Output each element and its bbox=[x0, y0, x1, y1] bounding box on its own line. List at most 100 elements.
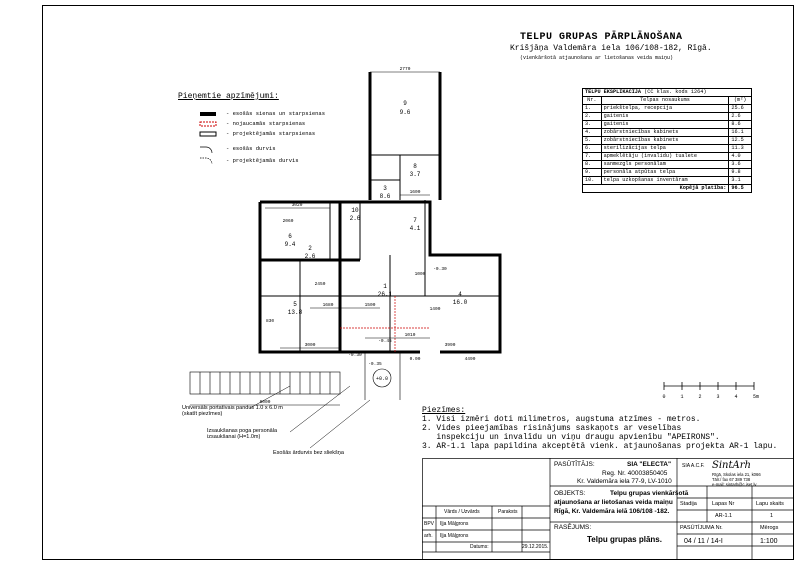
notes-heading: Piezīmes: bbox=[422, 406, 466, 415]
level-0: -0.30 bbox=[348, 352, 362, 358]
legend-title: Pieņemtie apzīmējumi: bbox=[178, 92, 279, 101]
explication-cell-area: 9.8 bbox=[728, 168, 752, 177]
explication-cell-nr: 6. bbox=[582, 144, 602, 153]
callout-call-button: Izsaukšanas poga personāla izsaukšanai (… bbox=[207, 428, 278, 440]
person-2: Iļja Māļgrons bbox=[440, 533, 469, 539]
person-1: Iļja Māļgrons bbox=[440, 521, 469, 527]
room-6-area: 9.4 bbox=[285, 241, 296, 248]
scale-tick-4: 4 bbox=[734, 394, 737, 400]
explication-table: TELPU EKSPLIKĀCIJA (CC klas. kods 1264) … bbox=[581, 88, 752, 193]
explication-cell-area: 2.6 bbox=[728, 112, 752, 121]
col-area: (m²) bbox=[728, 96, 752, 105]
firm-logo: SintArh bbox=[712, 460, 751, 471]
room-2-number: 2 bbox=[308, 245, 312, 252]
dim-11: 830 bbox=[266, 318, 274, 324]
dim-12: 1010 bbox=[405, 332, 416, 338]
room-4-number: 4 bbox=[458, 291, 462, 298]
explication-cell-name: zobārstniecības kabinets bbox=[600, 128, 730, 137]
drawing-title: TELPU GRUPAS PĀRPLĀNOŠANA bbox=[520, 32, 683, 43]
scale-tick-5: 5m bbox=[753, 394, 759, 400]
explication-cell-nr: 5. bbox=[582, 136, 602, 145]
room-3-area: 8.6 bbox=[380, 193, 391, 200]
dim-7: 2450 bbox=[315, 281, 326, 287]
callout-leaders bbox=[249, 385, 371, 449]
object-line-2: atjaunošana ar lietošanas veida maiņu bbox=[554, 499, 673, 506]
explication-cell-nr: 7. bbox=[582, 152, 602, 161]
sign-header: Paraksts bbox=[498, 509, 518, 515]
explication-cell-nr: 1. bbox=[582, 104, 602, 113]
room-5-area: 13.8 bbox=[288, 309, 303, 316]
dim-2: 1600 bbox=[410, 189, 421, 195]
role-1: BPV bbox=[424, 521, 435, 527]
explication-cell-nr: 2. bbox=[582, 112, 602, 121]
explication-cell-nr: 9. bbox=[582, 168, 602, 177]
explication-cell-area: 16.1 bbox=[728, 128, 752, 137]
legend-existing-door-symbol bbox=[200, 146, 213, 154]
legend-new-wall-symbol bbox=[199, 131, 217, 137]
plan-demolished-walls bbox=[340, 296, 430, 352]
room-9-number: 9 bbox=[403, 100, 407, 107]
date-label: Datums: bbox=[470, 544, 489, 550]
stage-header: Stadija bbox=[680, 501, 697, 507]
room-1-number: 1 bbox=[383, 283, 387, 290]
level-2: -0.45 bbox=[378, 338, 392, 344]
dim-8: 6000 bbox=[260, 399, 271, 405]
legend: Pieņemtie apzīmējumi: bbox=[178, 92, 338, 101]
explication-cell-name: personāla atpūtas telpa bbox=[600, 168, 730, 177]
legend-item-demolish: - nojaucamās starpsienas bbox=[226, 120, 306, 127]
title-block-grid bbox=[422, 458, 794, 560]
room-labels: 99.6 83.7 38.6 102.6 74.1 69.4 22.6 126.… bbox=[285, 100, 468, 316]
room-4-area: 16.0 bbox=[453, 299, 468, 306]
col-name: Telpas nosaukums bbox=[600, 96, 730, 105]
legend-item-new-wall: - projektējamās starpsienas bbox=[226, 130, 316, 137]
legend-demolish-wall-symbol bbox=[199, 121, 217, 127]
explication-cell-area: 8.6 bbox=[728, 120, 752, 129]
plan-dimension-lines bbox=[190, 71, 440, 406]
scale-tick-0: 0 bbox=[662, 394, 665, 400]
note-2: 2. Vides pieejamības risinājums saskaņot… bbox=[422, 424, 682, 433]
floor-plan: 99.6 83.7 38.6 102.6 74.1 69.4 22.6 126.… bbox=[189, 66, 502, 406]
explication-cell-nr: 3. bbox=[582, 120, 602, 129]
room-5-number: 5 bbox=[293, 301, 297, 308]
room-2-area: 2.6 bbox=[305, 253, 316, 260]
firm-prefix: SIA A.C.F. bbox=[682, 463, 705, 469]
client-address: Kr. Valdemāra iela 77-9, LV-1010 bbox=[577, 478, 672, 485]
explication-cell-nr: 8. bbox=[582, 160, 602, 169]
sheets-count: 1 bbox=[770, 513, 774, 519]
explication-cell-area: 3.6 bbox=[728, 160, 752, 169]
room-10-number: 10 bbox=[351, 207, 359, 214]
dim-13: 3000 bbox=[305, 342, 316, 348]
legend-item-new-door: - projektējamās durvis bbox=[226, 157, 299, 164]
legend-existing-wall-symbol bbox=[200, 112, 216, 116]
explication-cell-area: 3.1 bbox=[728, 176, 752, 185]
level-1: -0.30 bbox=[433, 266, 447, 272]
room-1-area: 26.1 bbox=[378, 291, 393, 298]
explication-cell-area: 25.6 bbox=[728, 104, 752, 113]
legend-new-door-symbol bbox=[200, 157, 213, 165]
room-10-area: 2.6 bbox=[350, 215, 361, 222]
sheets-header: Lapu skaits bbox=[756, 501, 784, 507]
title-block: PASŪTĪTĀJS: SIA "ELECTA" Reg. Nr. 400038… bbox=[422, 458, 794, 560]
explication-cell-area: 12.5 bbox=[728, 136, 752, 145]
dim-1: 3020 bbox=[292, 202, 303, 208]
client-reg: Reg. Nr. 40003850405 bbox=[602, 470, 668, 477]
explication-cell-name: sanmezgls personālam bbox=[600, 160, 730, 169]
explication-cell-name: sterilizācijas telpa bbox=[600, 144, 730, 153]
firm-email: e-mail: sintarh@c.iset.lv bbox=[712, 482, 757, 487]
legend-symbols bbox=[199, 112, 217, 165]
explication-cell-name: gaitenis bbox=[600, 120, 730, 129]
dim-9: 2060 bbox=[283, 218, 294, 224]
order-number: 04 / 11 / 14-I bbox=[684, 538, 723, 545]
drawing-label: RASĒJUMS: bbox=[554, 524, 592, 531]
dim-14: 3990 bbox=[445, 342, 456, 348]
total-label: Kopējā platība: bbox=[581, 184, 730, 193]
dimension-labels: 2770 3020 1600 1000 1680 1500 4490 2450 … bbox=[260, 66, 476, 405]
entrance-level: +0.0 bbox=[376, 376, 388, 382]
drawing-scale: 1:100 bbox=[760, 538, 778, 545]
firm-address: Rīgā, Skolas iela 21, k066 bbox=[712, 472, 761, 477]
